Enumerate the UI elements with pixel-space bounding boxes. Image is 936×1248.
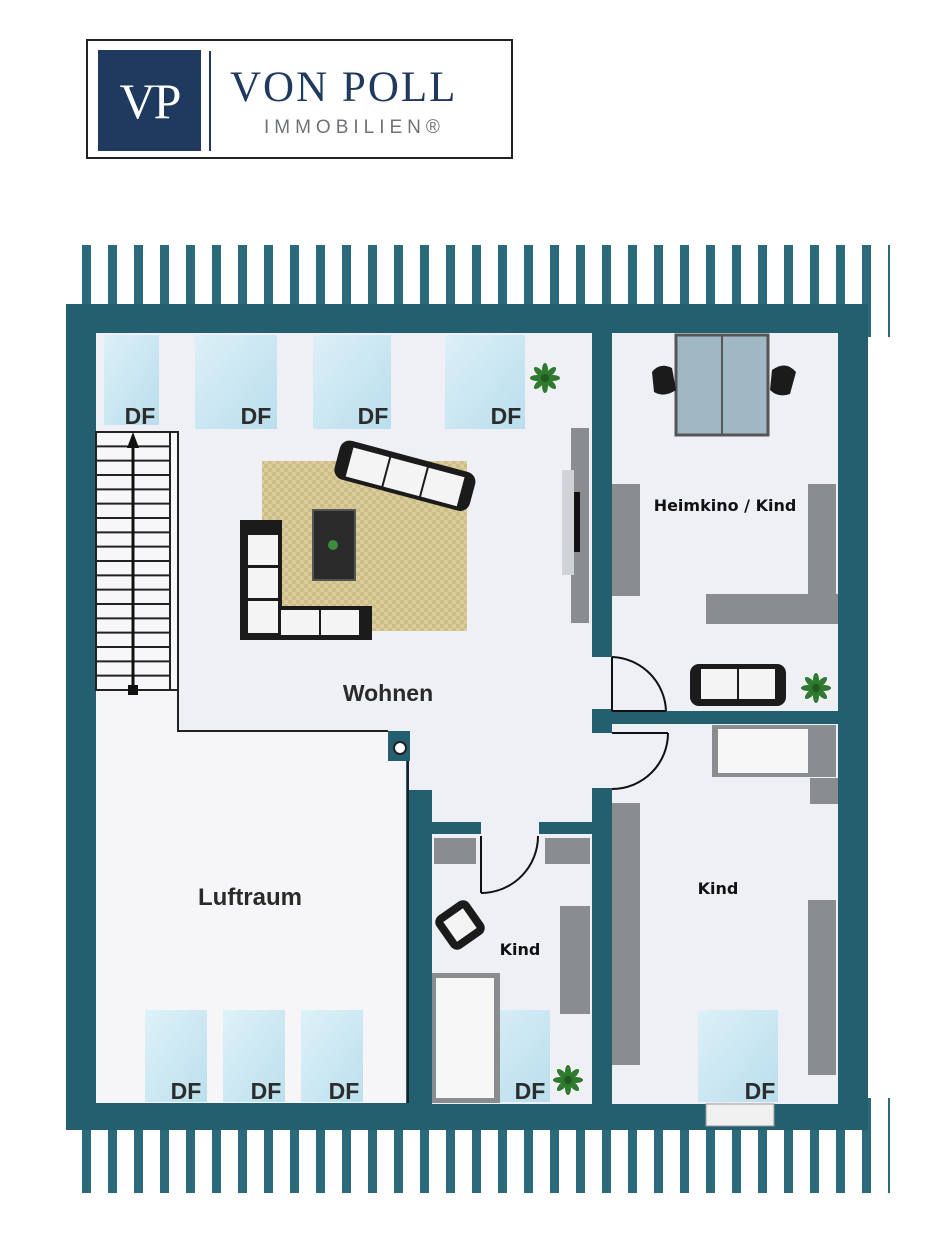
logo-name: VON POLL [230, 64, 458, 111]
shelf-kind-small-left [434, 838, 476, 864]
chair-right [770, 365, 796, 396]
room-label-kind-small: Kind [500, 940, 541, 959]
door-kind-right [611, 732, 669, 790]
shelf-kind-small-right [545, 838, 590, 864]
corner-sofa [240, 520, 372, 640]
logo-mark-text: VP [119, 73, 182, 129]
skylight-label: DF [241, 403, 272, 429]
doorway-kind-right [590, 733, 614, 788]
logo-mark: VP [98, 50, 201, 151]
chair-left [652, 365, 676, 395]
heimkino-sofa [690, 664, 786, 706]
glass-table [674, 333, 770, 437]
room-label-heimkino: Heimkino / Kind [654, 496, 797, 515]
column-marker [393, 741, 407, 755]
sofa-top [334, 440, 476, 511]
heimkino-cabinet-right [808, 484, 836, 596]
door-kind-small [480, 835, 539, 894]
plants [530, 363, 831, 1095]
plant-icon [530, 363, 560, 393]
floor-luftraum [96, 690, 406, 1103]
skylight-window [145, 1010, 207, 1102]
skylight-label: DF [358, 403, 389, 429]
room-label-kind-right: Kind [698, 879, 739, 898]
logo-subtitle: IMMOBILIEN® [264, 117, 445, 138]
door-heimkino [611, 656, 667, 712]
skylight-window [195, 335, 277, 429]
skylight-label: DF [251, 1078, 282, 1104]
skylight-window [445, 335, 525, 429]
skylight-window [698, 1010, 778, 1102]
bed-kind-right [712, 725, 836, 777]
plant-icon [553, 1065, 583, 1095]
logo-divider [209, 51, 211, 151]
bed-kind-small [432, 973, 500, 1103]
room-label-wohnen: Wohnen [343, 680, 433, 706]
heimkino-cabinet-left [612, 484, 640, 596]
balcony-grate [705, 1103, 775, 1127]
plant-icon [801, 673, 831, 703]
skylight-label: DF [515, 1078, 546, 1104]
skylight-window [223, 1010, 285, 1102]
skylight-window [104, 335, 159, 425]
room-label-luftraum: Luftraum [198, 884, 302, 911]
stair-arrow [127, 432, 139, 695]
desk-kind-small [560, 906, 590, 1014]
doorway-kind-small [481, 820, 539, 836]
skylight-window [301, 1010, 363, 1102]
shelf-kind-right [810, 778, 838, 804]
skylight-window [313, 335, 391, 429]
doorway-heimkino [590, 657, 614, 709]
skylight-label: DF [745, 1078, 776, 1104]
skylight-label: DF [329, 1078, 360, 1104]
skylight-label: DF [491, 403, 522, 429]
luftraum-boundary [177, 690, 388, 732]
wardrobe-kind-right-left [612, 803, 640, 1065]
tv-cabinet [562, 428, 589, 623]
skylight-label: DF [171, 1078, 202, 1104]
coffee-table [312, 509, 356, 581]
heimkino-desk [706, 594, 838, 624]
von-poll-logo: VP VON POLL IMMOBILIEN® [86, 39, 513, 159]
wardrobe-kind-right-right [808, 900, 836, 1075]
armchair-kind-small [435, 900, 485, 950]
skylight-label: DF [125, 403, 156, 429]
